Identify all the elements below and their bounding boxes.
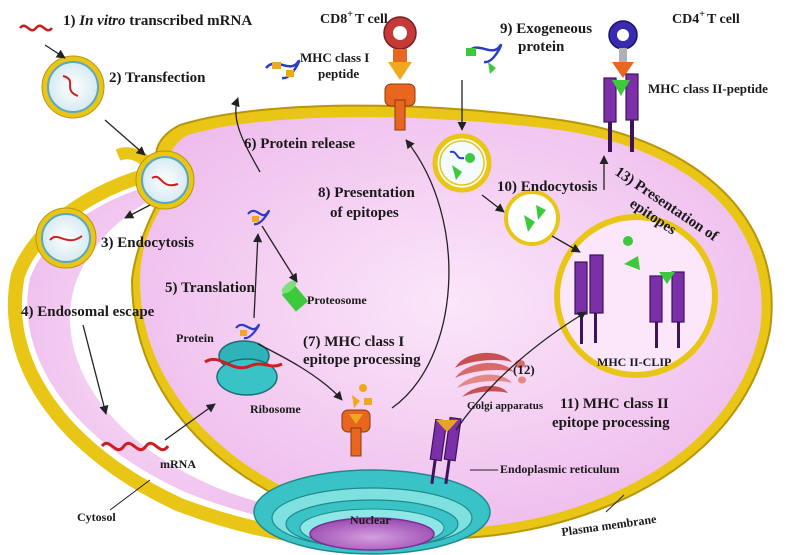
label-ribosome: Ribosome [250, 402, 301, 416]
label-step4: 4) Endosomal escape [21, 304, 155, 320]
cd4-t-cell-receptor [608, 20, 638, 78]
label-mrna: mRNA [160, 457, 196, 471]
nucleus-er [253, 469, 491, 555]
label-step6: 6) Protein release [244, 136, 355, 152]
label-cd4-t-cell: CD4+T cell [672, 9, 740, 27]
endosome-protein [432, 133, 492, 193]
label-step7-line2: epitope processing [303, 352, 421, 368]
ribosome-icon [204, 340, 283, 396]
endosome-mrna [35, 207, 97, 269]
label-cd8-t-cell: CD8+T cell [320, 9, 388, 27]
vesicle-outside [41, 55, 105, 119]
label-proteosome: Proteosome [307, 293, 367, 307]
label-step2: 2) Transfection [109, 70, 206, 86]
label-step3: 3) Endocytosis [101, 235, 194, 251]
mhc2-clip-right [649, 271, 685, 348]
mhc1-membrane [384, 83, 416, 131]
label-step11-line1: 11) MHC class II [560, 396, 669, 412]
cytosol-leader [109, 479, 151, 511]
label-golgi: Golgi apparatus [467, 400, 544, 412]
mrna-icon-top [19, 24, 53, 32]
label-step8-line1: 8) Presentation [318, 185, 415, 201]
label-mhc1-line1: MHC class I [300, 50, 369, 65]
label-protein: Protein [176, 331, 214, 345]
protein-icon-exogenous [466, 43, 503, 74]
label-step9-line1: 9) Exogeneous [500, 21, 592, 37]
mhc1-nascent [341, 409, 371, 457]
vesicle-budding [135, 150, 195, 210]
label-er: Endoplasmic reticulum [500, 462, 619, 476]
protein-icon-mhc1 [265, 59, 301, 80]
proteasome-icon [281, 280, 309, 312]
label-step5: 5) Translation [165, 280, 256, 296]
label-step12: (12) [513, 362, 535, 377]
label-step9-line2: protein [518, 39, 565, 55]
protein-icon-released [247, 209, 270, 226]
label-mhc2-peptide: MHC class II-peptide [648, 81, 768, 96]
endosome-peptides [504, 190, 560, 246]
label-step1: 1) In vitro transcribed mRNA [63, 13, 252, 29]
golgi-apparatus [455, 352, 526, 397]
label-step8-line2: of epitopes [330, 205, 399, 221]
label-mhc2-clip: MHC II-CLIP [597, 355, 671, 369]
label-cytosol: Cytosol [77, 510, 116, 524]
membrane-leader [605, 494, 625, 513]
label-step11-line2: epitope processing [552, 415, 670, 431]
label-mhc1-line2: peptide [318, 66, 359, 81]
clip-peptides [623, 236, 640, 270]
cd8-t-cell-receptor [383, 16, 417, 80]
label-nuclear: Nuclear [350, 513, 391, 527]
mrna-icon-cytosol [100, 441, 170, 452]
label-step10: 10) Endocytosis [497, 179, 598, 195]
protein-icon-cytosol [235, 323, 260, 340]
flow-arrows [44, 44, 609, 441]
peptide-fragments [352, 384, 372, 408]
mhc2-membrane [603, 73, 639, 152]
label-step7-line1: (7) MHC class I [303, 334, 404, 350]
